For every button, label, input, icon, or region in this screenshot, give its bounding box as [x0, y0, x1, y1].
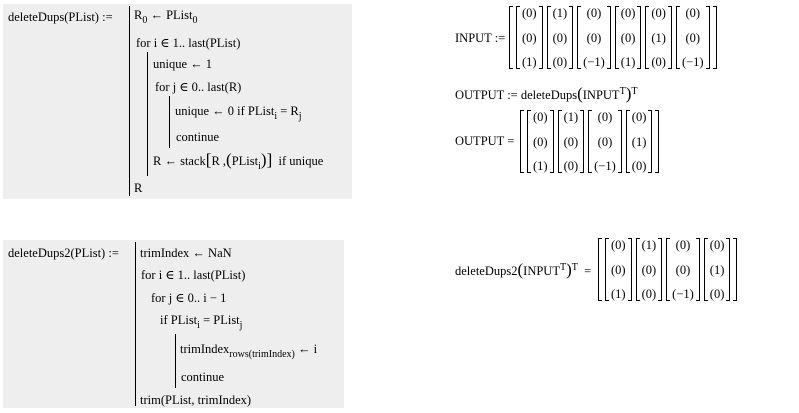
matrix-cell: (0) — [533, 134, 548, 149]
matrix-cell: (0) — [675, 262, 691, 277]
matrix-column: (0) (1) (0) — [645, 6, 672, 69]
prog2-line-if: if PListi = PListj — [160, 313, 243, 331]
deleteDups2-definition-region[interactable] — [3, 240, 344, 408]
matrix-cell: (1) — [552, 6, 568, 20]
program-bar-if — [175, 334, 177, 388]
matrix-cell: (0) — [675, 238, 691, 252]
matrix-cell: (0) — [651, 55, 666, 69]
matrix-cell: (−1) — [672, 287, 694, 301]
function-name: deleteDups(PList) — [8, 10, 99, 24]
matrix-column: (0) (1) (0) — [625, 110, 653, 173]
matrix-cell: (0) — [597, 134, 613, 149]
matrix-cell: (0) — [611, 238, 626, 252]
matrix-column: (0) (0) (1) — [605, 238, 632, 301]
define-symbol: := — [108, 246, 119, 260]
prog-line-unique-init: unique ← 1 — [153, 57, 213, 71]
matrix-cell: (1) — [563, 110, 579, 124]
prog2-line-init: trimIndex ← NaN — [140, 246, 232, 260]
program-bar-for-j — [169, 96, 171, 148]
matrix-column: (0) (0) (−1) — [577, 6, 611, 69]
matrix-cell: (1) — [641, 238, 657, 252]
program-bar-outer — [129, 6, 131, 196]
matrix-column: (0) (0) (1) — [516, 6, 543, 69]
matrix-cell: (1) — [631, 134, 647, 149]
matrix-cell: (0) — [631, 159, 647, 173]
matrix-column: (0) (0) (−1) — [588, 110, 622, 173]
prog2-line-continue: continue — [181, 370, 225, 384]
matrix-cell: (1) — [620, 55, 636, 69]
matrix-cell: (0) — [641, 262, 657, 277]
output-definition[interactable]: OUTPUT := deleteDups(INPUTT)T — [455, 84, 638, 103]
matrix-cell: (0) — [563, 134, 579, 149]
dd2-result-matrix[interactable]: (0) (0) (1) (1) (0) (0) (0) (0) (−1) (0) (1) (0) — [598, 238, 738, 301]
matrix-cell: (0) — [522, 30, 537, 45]
matrix-cell: (0) — [620, 30, 636, 45]
matrix-column: (0) (0) (−1) — [675, 6, 710, 69]
prog-line-unique-cond: unique ← 0 if PListi = Rj — [175, 104, 302, 122]
matrix-cell: (0) — [641, 287, 657, 301]
dd2-columns: (0) (0) (1) (1) (0) (0) (0) (0) (−1) (0) (1) (0) — [602, 238, 733, 301]
matrix-column: (1) (0) (0) — [635, 238, 663, 301]
matrix-cell: (0) — [709, 287, 725, 301]
output-eval-label: OUTPUT = — [455, 134, 515, 148]
program-bar-outer-2 — [135, 242, 137, 406]
input-label: INPUT := — [455, 31, 506, 45]
matrix-cell: (0) — [563, 159, 579, 173]
matrix-cell: (1) — [533, 159, 548, 173]
output-matrix[interactable]: (0) (0) (1) (1) (0) (0) (0) (0) (−1) (0) (1) (0) — [520, 110, 660, 173]
matrix-cell: (0) — [611, 262, 626, 277]
matrix-cell: (−1) — [681, 55, 704, 69]
matrix-cell: (0) — [685, 30, 701, 45]
function-name: deleteDups2(PList) — [8, 246, 106, 260]
prog2-line-return: trim(PList, trimIndex) — [140, 393, 252, 407]
define-symbol: := — [102, 10, 113, 24]
matrix-cell: (0) — [586, 6, 602, 20]
matrix-cell: (1) — [651, 30, 666, 45]
matrix-cell: (0) — [552, 55, 568, 69]
prog2-line-for-i: for i ∈ 1.. last(PList) — [141, 268, 246, 282]
prog-line-for-j: for j ∈ 0.. last(R) — [155, 80, 242, 94]
matrix-cell: (0) — [620, 6, 636, 20]
matrix-cell: (−1) — [583, 55, 605, 69]
input-matrix[interactable]: (0)(0)(1)(1)(0)(0)(0)(0)(−1)(0)(0)(1)(0)… — [509, 6, 717, 69]
prog2-line-append: trimIndexrows(trimIndex) ← i — [180, 342, 318, 360]
matrix-column: (0) (0) (−1) — [666, 238, 700, 301]
prog-line-continue: continue — [176, 130, 220, 144]
prog-line-for-i: for i ∈ 1.. last(PList) — [136, 36, 241, 50]
prog-line-return: R — [134, 181, 143, 195]
matrix-column: (1) (0) (0) — [557, 110, 585, 173]
matrix-cell: (0) — [685, 6, 701, 20]
prog2-line-for-j: for j ∈ 0.. i − 1 — [151, 291, 227, 305]
input-columns: (0)(0)(1)(1)(0)(0)(0)(0)(−1)(0)(0)(1)(0)… — [513, 6, 713, 69]
matrix-cell: (0) — [533, 110, 548, 124]
matrix-cell: (0) — [597, 110, 613, 124]
dd2-eval-expression[interactable]: deleteDups2(INPUTT)T = — [455, 260, 592, 279]
matrix-cell: (1) — [709, 262, 725, 277]
program-bar-for-i — [147, 52, 149, 176]
matrix-column: (0) (0) (1) — [527, 110, 554, 173]
matrix-cell: (0) — [552, 30, 568, 45]
matrix-cell: (0) — [709, 238, 725, 252]
matrix-cell: (1) — [522, 55, 537, 69]
matrix-cell: (0) — [631, 110, 647, 124]
matrix-column: (0) (0) (1) — [614, 6, 642, 69]
output-columns: (0) (0) (1) (1) (0) (0) (0) (0) (−1) (0) (1) (0) — [524, 110, 655, 173]
deleteDups-header: deleteDups(PList) := — [8, 10, 113, 25]
prog-line-init: R0 ← PList0 — [134, 8, 198, 26]
matrix-cell: (0) — [651, 6, 666, 20]
matrix-column: (1) (0) (0) — [546, 6, 574, 69]
deleteDups-definition-region[interactable] — [3, 4, 352, 199]
matrix-cell: (1) — [611, 287, 626, 301]
matrix-cell: (0) — [586, 30, 602, 45]
prog-line-stack: R ← stack[R ,(PListi)] if unique — [153, 150, 324, 172]
matrix-cell: (−1) — [594, 159, 616, 173]
deleteDups2-header: deleteDups2(PList) := — [8, 246, 119, 261]
matrix-cell: (0) — [522, 6, 537, 20]
matrix-column: (0) (1) (0) — [703, 238, 731, 301]
